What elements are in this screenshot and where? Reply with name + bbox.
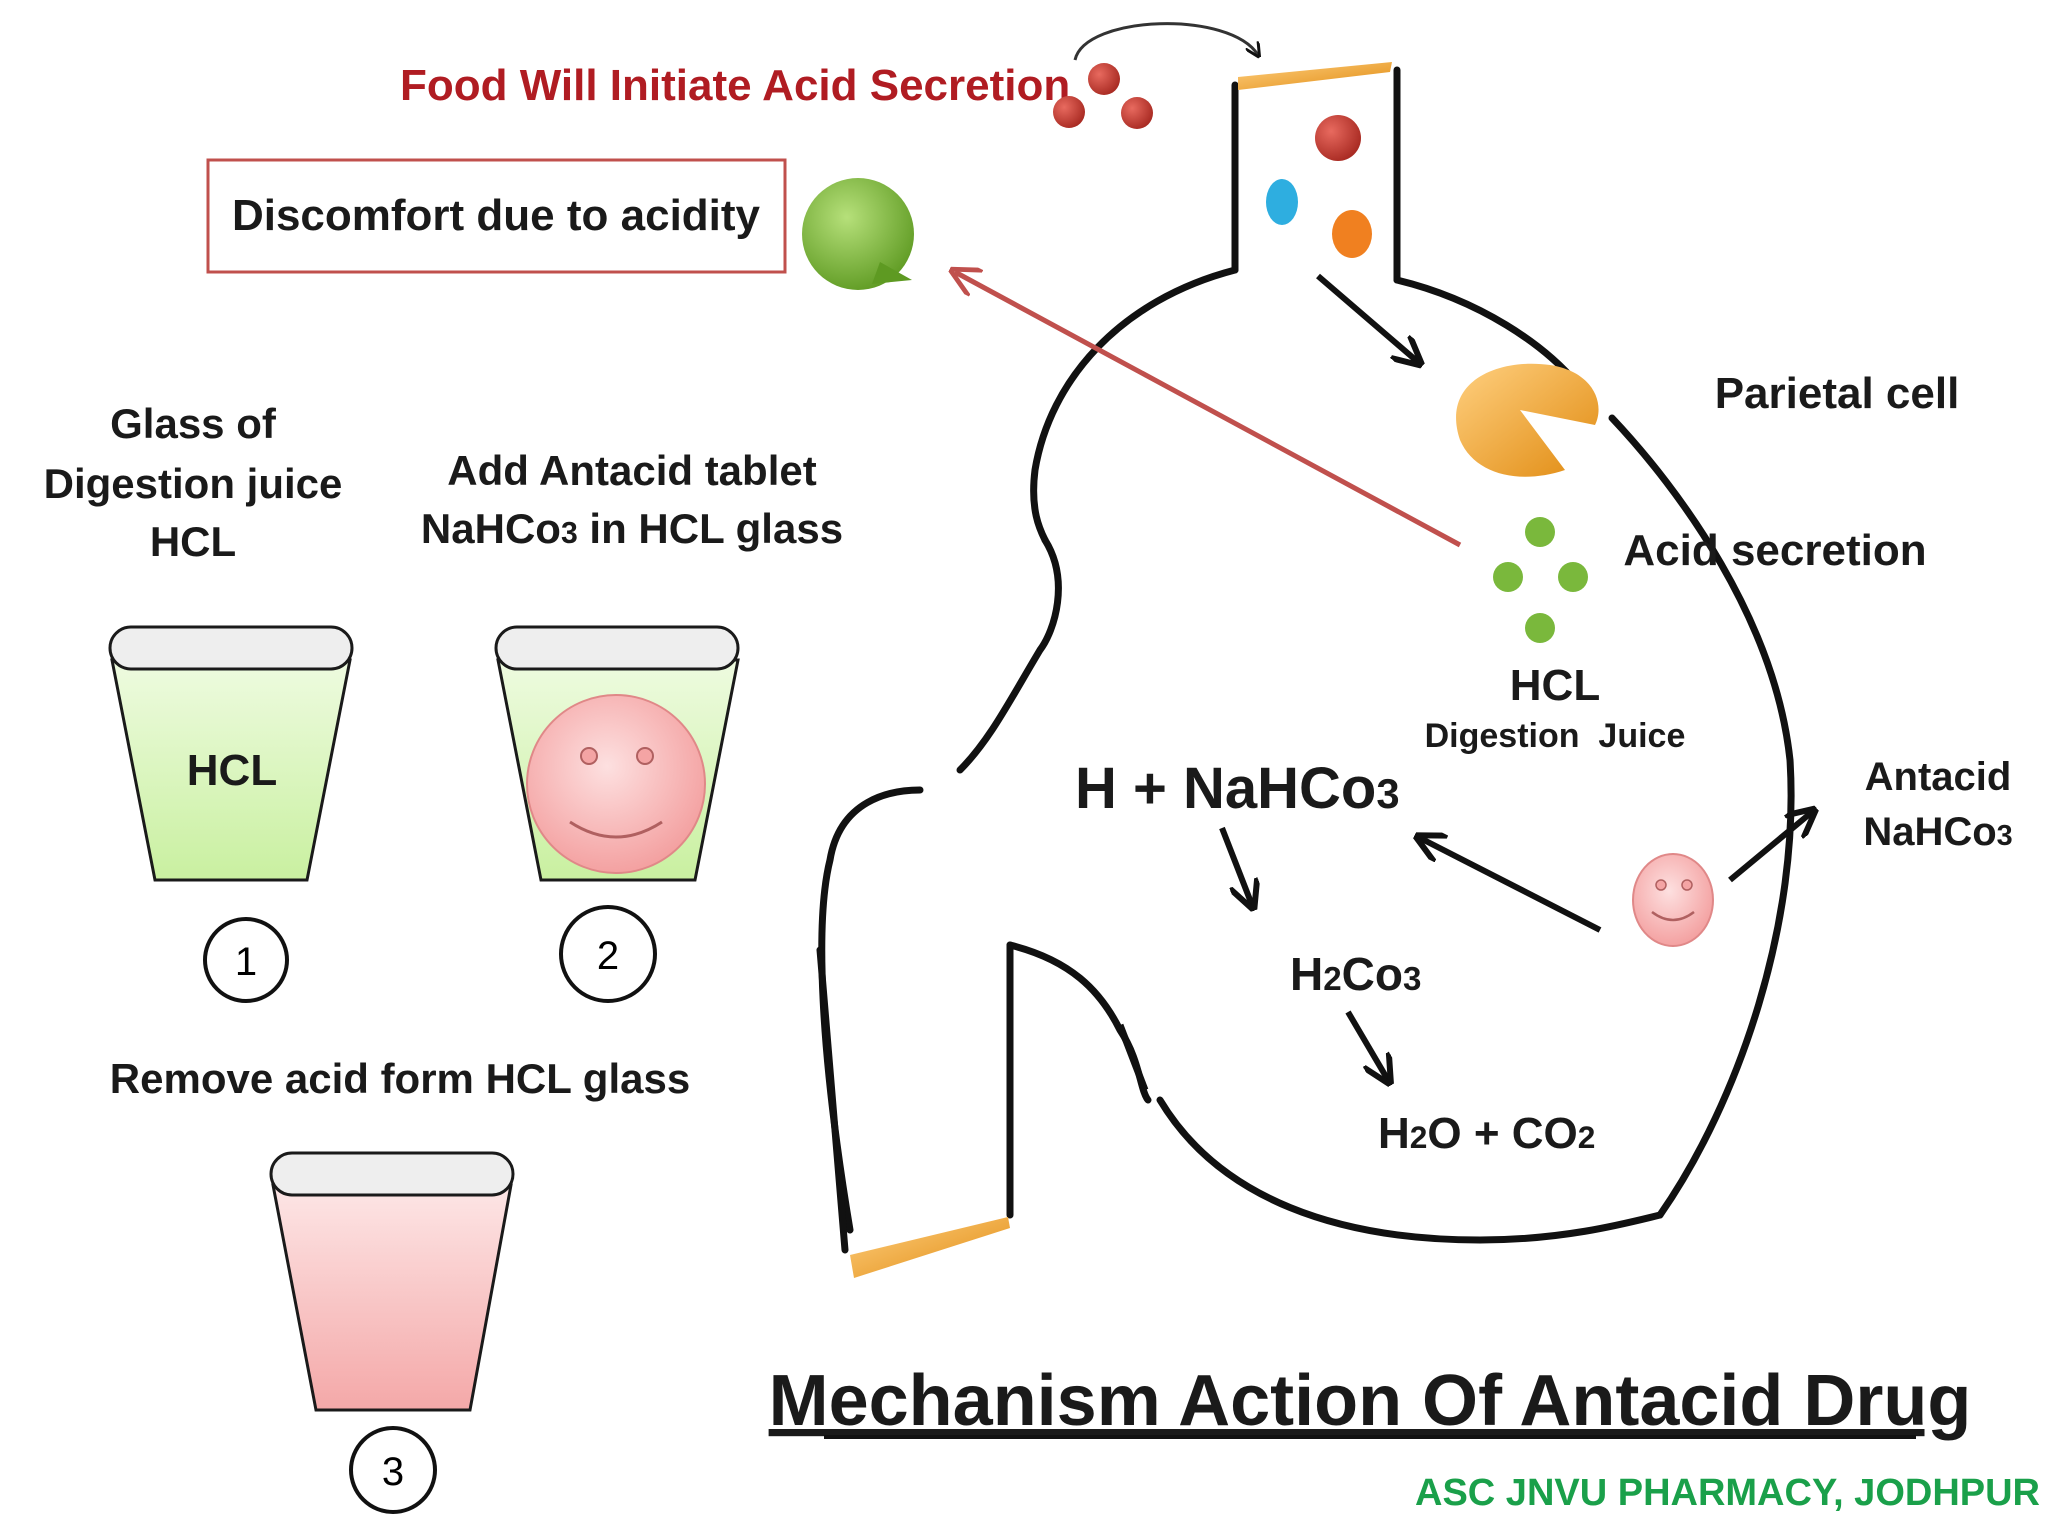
reaction-intermediate: H2Co3 xyxy=(1290,948,1421,1000)
parietal-cell-icon xyxy=(1456,363,1599,477)
smiley-tablet-icon xyxy=(526,694,706,874)
food-particles-icon xyxy=(1053,63,1153,129)
glass-1-caption-line-2: Digestion juice xyxy=(44,460,343,507)
antacid-label-line-2: NaHCo3 xyxy=(1863,810,2012,854)
glass-1-caption-line-3: HCL xyxy=(150,518,236,565)
hcl-label: HCL xyxy=(1510,661,1600,710)
food-in-esophagus-icon xyxy=(1266,115,1372,258)
step-3-badge xyxy=(349,1426,437,1514)
glass-1-caption-line-1: Glass of xyxy=(110,400,277,447)
stomach-tick-left xyxy=(1116,1023,1149,1092)
step-2-number: 2 xyxy=(597,934,619,978)
hcl-dots-icon xyxy=(1493,517,1588,643)
step-3-number: 3 xyxy=(382,1450,404,1494)
bottom-valve-icon xyxy=(850,1217,1010,1278)
antacid-label-line-1: Antacid xyxy=(1865,755,2012,799)
glass-2-caption-line-1: Add Antacid tablet xyxy=(447,447,816,494)
credit-label: ASC JNVU PHARMACY, JODHPUR xyxy=(1415,1472,2040,1514)
remove-caption: Remove acid form HCL glass xyxy=(110,1055,690,1102)
discomfort-label: Discomfort due to acidity xyxy=(232,191,761,240)
parietal-cell-label: Parietal cell xyxy=(1715,369,1960,418)
top-valve-icon xyxy=(1238,62,1392,90)
curved-arrow-icon xyxy=(1073,22,1258,61)
step-1-number: 1 xyxy=(235,940,257,984)
antacid-tablet-icon xyxy=(1632,853,1714,947)
food-caption: Food Will Initiate Acid Secretion xyxy=(400,61,1070,110)
step-1-badge xyxy=(203,917,289,1003)
glass-1 xyxy=(108,625,354,882)
step-2-badge xyxy=(559,905,657,1003)
intermediate-down-arrow xyxy=(1345,1010,1388,1080)
acid-secretion-label: Acid secretion xyxy=(1623,526,1926,575)
antacid-label-arrow xyxy=(1728,812,1812,883)
discomfort-box xyxy=(206,158,787,274)
diagram-title: Mechanism Action Of Antacid Drug xyxy=(769,1361,1972,1441)
reaction-products: H2O + CO2 xyxy=(1378,1109,1595,1158)
acid-to-discomfort-arrow xyxy=(955,272,1462,548)
stomach-outline xyxy=(816,66,1795,1254)
speech-bubble-icon xyxy=(802,178,914,290)
digestion-juice-label: Digestion Juice xyxy=(1425,717,1686,755)
antacid-to-reaction-arrow xyxy=(1420,838,1602,933)
glass-3 xyxy=(269,1151,515,1412)
reaction-reactants: H + NaHCo3 xyxy=(1075,756,1400,821)
reactants-down-arrow xyxy=(1219,826,1252,905)
food-down-arrow xyxy=(1316,273,1418,362)
glass-2-caption-line-2: NaHCo3 in HCL glass xyxy=(421,505,843,552)
glass-1-label: HCL xyxy=(187,746,277,795)
